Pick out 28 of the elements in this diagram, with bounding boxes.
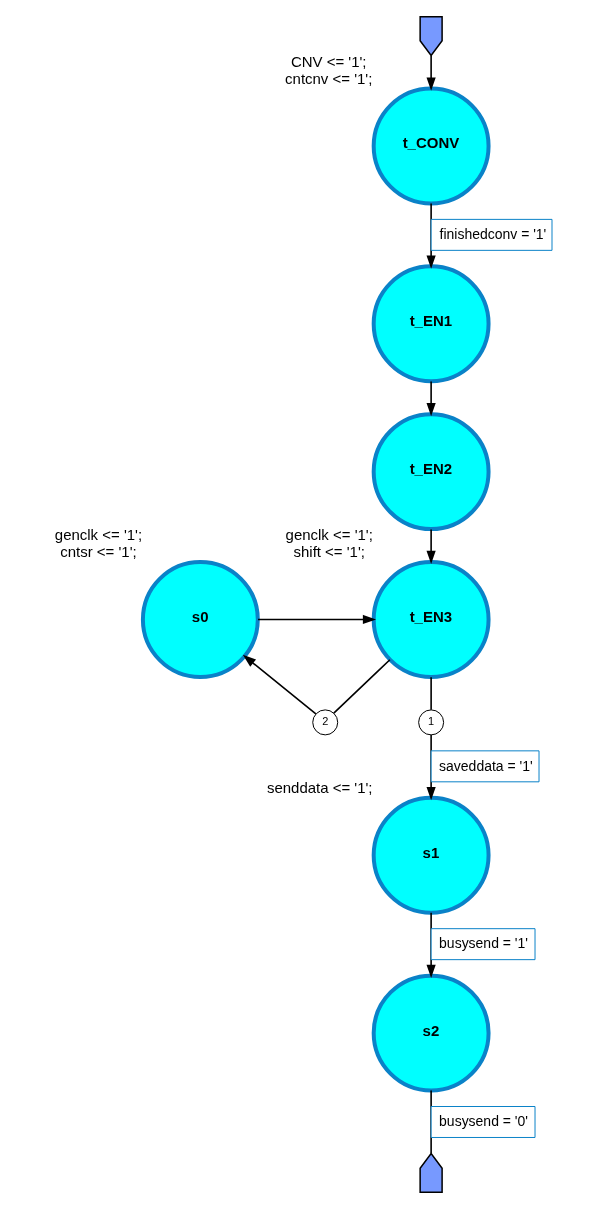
arrow — [426, 528, 436, 564]
node-pentagon — [419, 15, 443, 57]
node-circle: t_CONV — [371, 86, 491, 206]
node-pentagon — [419, 1152, 443, 1194]
edge-label: finishedconv = '1' — [439, 226, 547, 243]
node-label: cntcnv <= '1'; — [285, 69, 373, 87]
node-circle: 2 — [312, 709, 339, 736]
node-circle: t_EN2 — [371, 412, 491, 532]
connector — [430, 676, 432, 711]
edge-label: saveddata = '1' — [439, 757, 533, 774]
node-label: shift <= '1'; — [293, 543, 365, 561]
connector — [333, 659, 391, 714]
node-label: genclk <= '1'; — [285, 526, 373, 544]
arrow — [426, 380, 436, 417]
edge-label: busysend = '1' — [439, 935, 528, 952]
node-label: senddata <= '1'; — [266, 778, 373, 796]
arrow — [426, 54, 436, 91]
node-label: genclk <= '1'; — [54, 526, 143, 544]
arrow — [257, 614, 377, 625]
node-circle: t_EN1 — [371, 264, 491, 384]
node-circle: s1 — [371, 795, 491, 915]
node-circle: t_EN3 — [371, 560, 491, 679]
edge-label: busysend = '0' — [439, 1113, 528, 1130]
node-circle: s2 — [371, 973, 491, 1093]
node-label: CNV <= '1'; — [290, 52, 367, 70]
node-label: cntsr <= '1'; — [60, 543, 137, 561]
arrow — [242, 654, 317, 715]
node-circle: 1 — [418, 709, 445, 736]
